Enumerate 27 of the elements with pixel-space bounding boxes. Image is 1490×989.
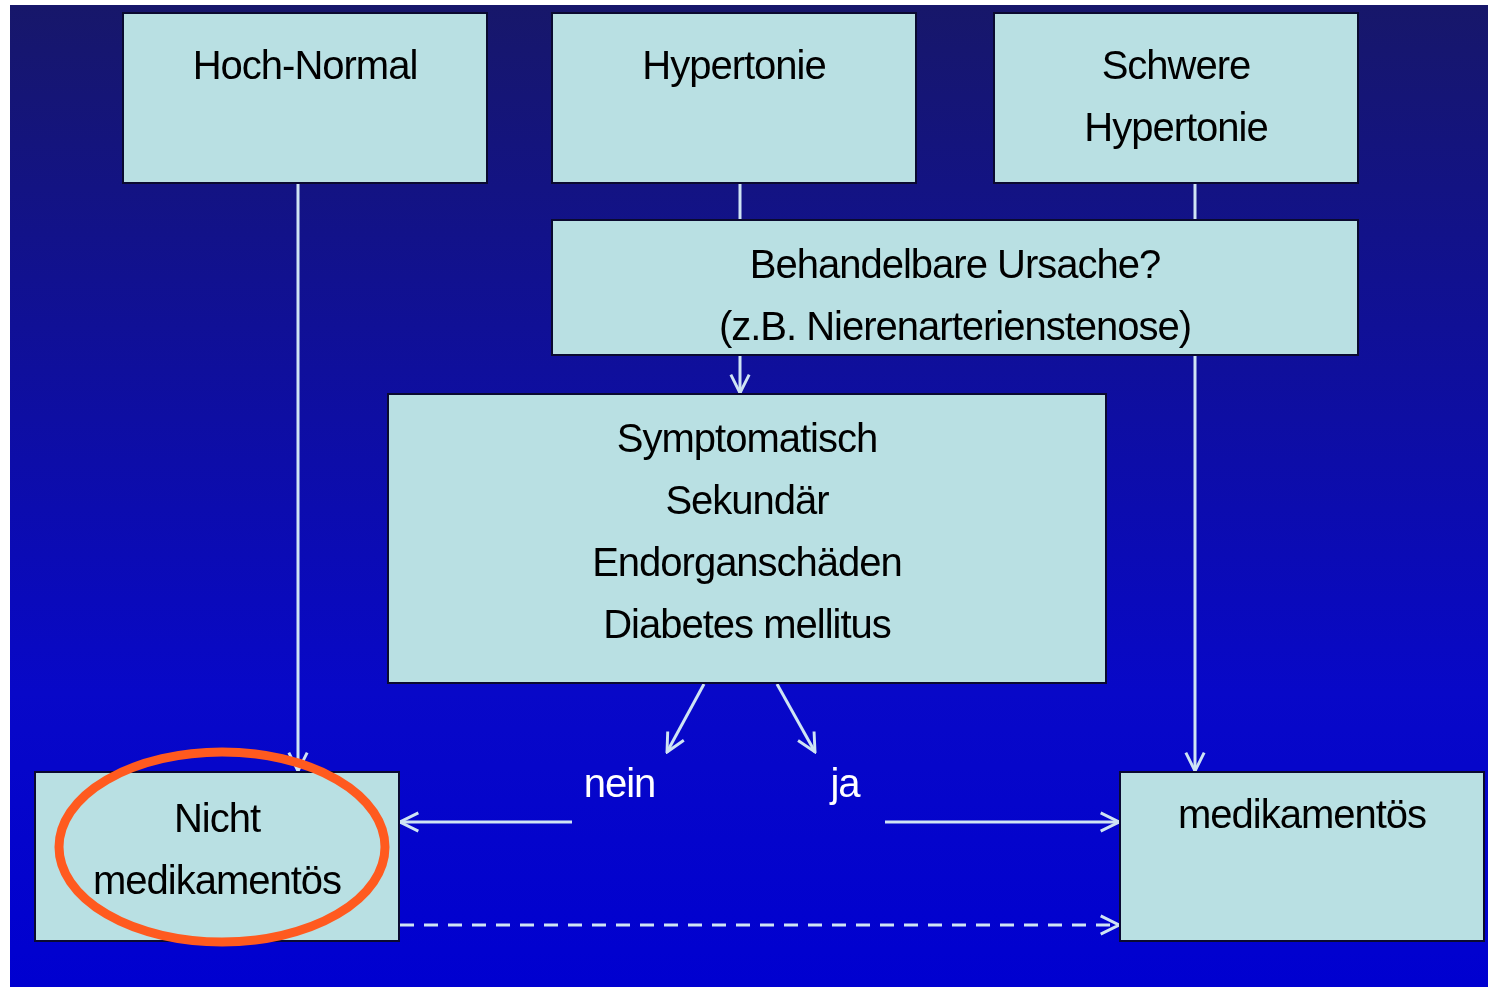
- box-label: Nicht medikamentös: [91, 795, 343, 904]
- box-label: Schwere Hypertonie: [1083, 42, 1269, 151]
- arrow: [775, 683, 817, 754]
- box-label: Sekundär: [664, 477, 830, 524]
- arrow: [885, 811, 1121, 833]
- arrow: [729, 356, 751, 395]
- process-box: [993, 12, 1359, 184]
- process-box: [1119, 771, 1485, 942]
- branch-label: ja: [828, 760, 862, 807]
- arrow: [1184, 356, 1206, 773]
- box-label: Behandelbare Ursache?: [748, 241, 1162, 288]
- process-box: [34, 771, 400, 942]
- box-label: Hoch-Normal: [191, 42, 419, 89]
- arrow: [665, 683, 706, 754]
- process-box: [551, 12, 917, 184]
- arrow: [400, 914, 1121, 936]
- box-label: Diabetes mellitus: [602, 601, 892, 648]
- box-label: Hypertonie: [641, 42, 827, 89]
- process-box: [551, 219, 1359, 356]
- process-box: [387, 393, 1107, 684]
- box-label: (z.B. Nierenarterienstenose): [717, 303, 1193, 350]
- arrow: [287, 184, 309, 773]
- box-label: medikamentös: [1176, 791, 1428, 838]
- branch-label: nein: [582, 760, 657, 807]
- box-label: Symptomatisch: [615, 415, 879, 462]
- box-label: Endorganschäden: [591, 539, 903, 586]
- process-box: [122, 12, 488, 184]
